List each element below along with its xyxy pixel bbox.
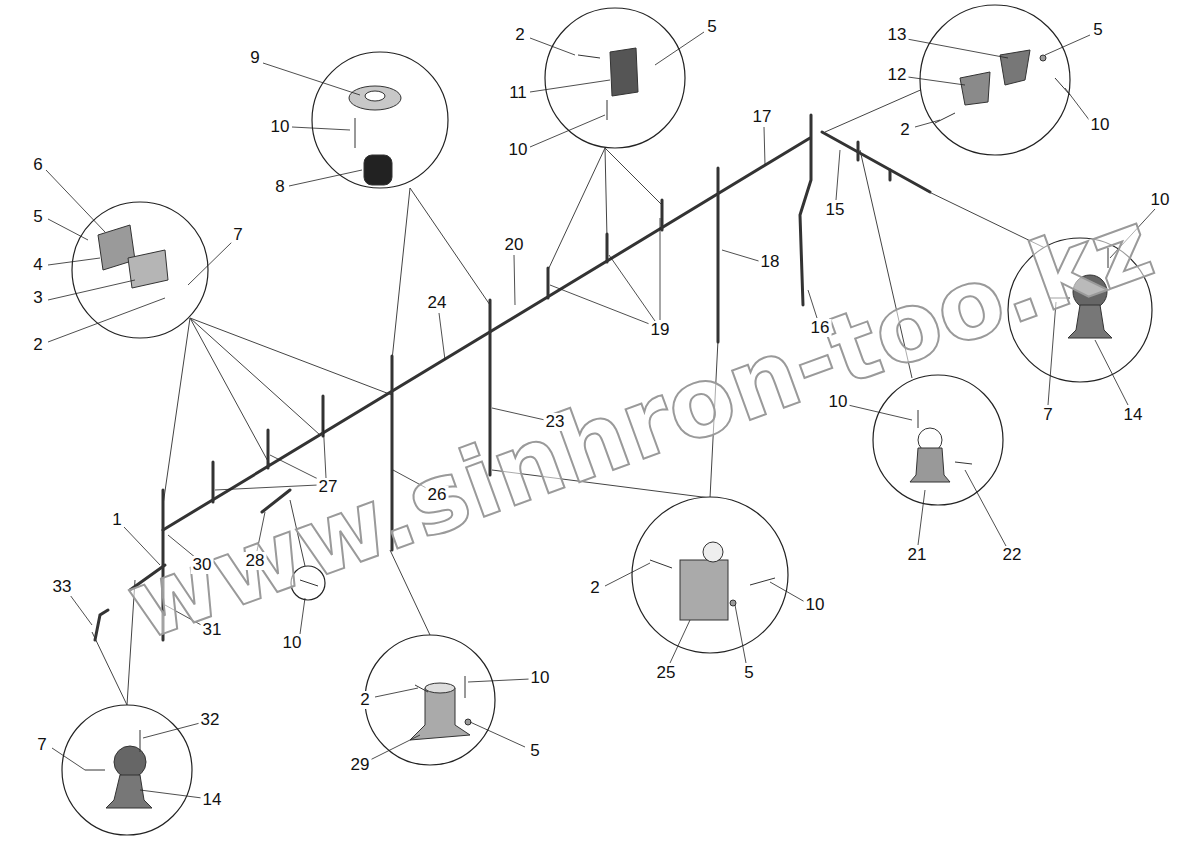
callout-number: 26: [426, 486, 449, 504]
callout-number: 7: [1041, 406, 1054, 424]
callout-number: 27: [317, 478, 340, 496]
callout-number: 10: [269, 118, 292, 136]
callout-number: 2: [898, 121, 911, 139]
callout-number: 5: [528, 742, 541, 760]
callout-number: 15: [824, 201, 847, 219]
callout-number: 11: [507, 84, 529, 102]
callout-number: 5: [705, 18, 718, 36]
callout-number: 1: [110, 511, 123, 529]
callout-number: 10: [507, 141, 530, 159]
callout-number: 6: [31, 156, 44, 174]
callout-number: 10: [281, 634, 304, 652]
callout-number: 2: [588, 579, 601, 597]
callout-number: 16: [809, 319, 832, 337]
callout-number: 9: [248, 49, 261, 67]
callout-number: 5: [31, 208, 44, 226]
callout-number: 14: [201, 791, 224, 809]
callout-number: 10: [529, 669, 552, 687]
callout-number: 5: [1091, 21, 1104, 39]
callout-number: 30: [191, 556, 214, 574]
callout-number: 8: [273, 178, 286, 196]
callout-number: 25: [655, 664, 678, 682]
callout-number: 10: [827, 393, 850, 411]
callout-number: 10: [1149, 191, 1172, 209]
callout-number: 3: [31, 289, 44, 307]
callout-number: 10: [804, 596, 827, 614]
callout-number: 7: [231, 226, 244, 244]
callout-number: 19: [649, 321, 672, 339]
callout-number: 33: [51, 578, 74, 596]
callout-number: 2: [31, 336, 44, 354]
callout-number: 21: [906, 546, 929, 564]
callout-number: 14: [1122, 406, 1145, 424]
callout-number: 4: [31, 256, 44, 274]
callout-number: 5: [742, 664, 755, 682]
callout-number: 2: [358, 691, 371, 709]
callout-number: 12: [886, 66, 909, 84]
callout-number: 7: [35, 736, 48, 754]
callout-number: 29: [349, 756, 372, 774]
callout-number: 32: [199, 711, 222, 729]
callout-number: 10: [1089, 116, 1112, 134]
callout-number: 24: [426, 294, 449, 312]
callout-number: 31: [201, 621, 224, 639]
callout-number: 2: [513, 26, 526, 44]
callout-number: 20: [503, 236, 526, 254]
callout-number: 23: [544, 413, 567, 431]
callout-number: 22: [1001, 546, 1024, 564]
callout-number: 13: [886, 26, 909, 44]
callout-number: 18: [759, 253, 782, 271]
callout-number: 28: [244, 552, 267, 570]
callout-number: 17: [751, 108, 774, 126]
